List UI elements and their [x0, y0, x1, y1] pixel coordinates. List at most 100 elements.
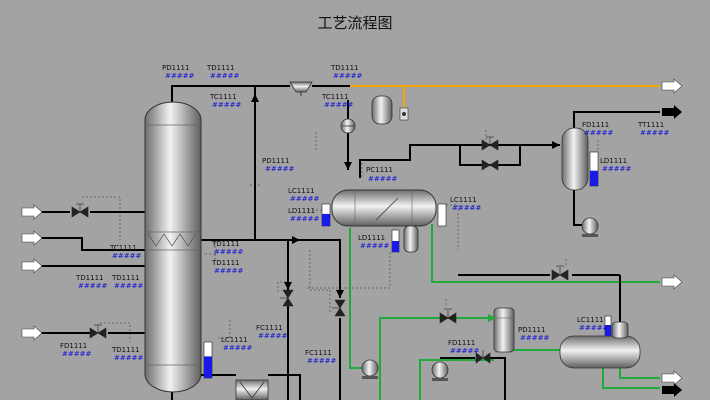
svg-text:LC1111: LC1111	[288, 187, 315, 195]
svg-text:#####: #####	[520, 334, 549, 342]
tag-td-feed: TD1111#####	[75, 274, 107, 290]
svg-text:TD1111: TD1111	[211, 240, 239, 248]
svg-text:#####: #####	[265, 165, 294, 173]
svg-text:#####: #####	[62, 350, 91, 358]
tag-ld-sep: LD1111#####	[600, 157, 631, 173]
svg-text:TD1111: TD1111	[111, 346, 139, 354]
product-tank	[559, 315, 641, 369]
svg-text:LD1111: LD1111	[288, 207, 315, 215]
tag-ld-drum-left: LD1111#####	[288, 207, 319, 223]
tag-td-cond: TD1111#####	[330, 64, 362, 80]
svg-text:LC1111: LC1111	[221, 336, 248, 344]
svg-text:#####: #####	[333, 72, 362, 80]
bottom-valve[interactable]	[89, 324, 107, 339]
svg-text:#####: #####	[114, 354, 143, 362]
boot-level-fill	[392, 241, 399, 252]
tag-fc-mid: FC1111#####	[305, 349, 336, 365]
tag-pd-top: PD1111#####	[162, 64, 194, 80]
svg-text:#####: #####	[114, 282, 143, 290]
svg-text:#####: #####	[579, 324, 608, 332]
bypass-valve-top[interactable]	[481, 136, 499, 151]
tag-fd-sep: FD1111#####	[582, 121, 613, 137]
tag-td-top: TD1111#####	[206, 64, 239, 80]
svg-text:#####: #####	[368, 175, 397, 183]
svg-text:#####: #####	[452, 204, 481, 212]
reflux-drum	[321, 189, 447, 253]
tag-lc-bottom: LC1111#####	[221, 336, 252, 352]
svg-text:TC1111: TC1111	[209, 93, 237, 101]
fc-valve-left[interactable]	[280, 289, 294, 307]
fc-valve-mid[interactable]	[332, 299, 346, 317]
tag-lc-drum-right: LC1111#####	[450, 196, 481, 212]
svg-text:#####: #####	[78, 282, 107, 290]
overhead-separator	[561, 127, 599, 191]
signal-lines	[82, 128, 599, 342]
tag-fd-bottom: FD1111#####	[60, 342, 91, 358]
reboiler	[235, 379, 269, 400]
inlet-arrow-1	[21, 204, 43, 220]
svg-text:LD1111: LD1111	[600, 157, 627, 165]
recycle-valve[interactable]	[551, 265, 569, 281]
bottoms-pump[interactable]	[431, 361, 449, 381]
feed-valve-1[interactable]	[71, 203, 89, 218]
utility-line	[350, 85, 660, 108]
svg-text:#####: #####	[212, 101, 241, 109]
svg-text:FC1111: FC1111	[256, 324, 283, 332]
bypass-valve-bottom[interactable]	[481, 159, 499, 171]
control-valves	[71, 136, 569, 364]
svg-text:#####: #####	[450, 347, 479, 355]
svg-text:FC1111: FC1111	[305, 349, 332, 357]
tag-lc-tank: LC1111#####	[577, 316, 608, 332]
svg-text:#####: #####	[223, 344, 252, 352]
tag-tc-cond: TC1111#####	[321, 93, 353, 109]
outlet-arrow-utility	[661, 78, 683, 94]
svg-text:#####: #####	[214, 267, 243, 275]
tag-pd-filter: PD1111#####	[518, 326, 549, 342]
gas-drum	[371, 95, 409, 125]
svg-text:#####: #####	[290, 215, 319, 223]
process-lines	[22, 85, 660, 400]
outlet-arrow-water-2	[661, 370, 683, 386]
stream-arrows	[21, 78, 683, 397]
inlet-arrow-2	[21, 230, 43, 246]
svg-text:TT1111: TT1111	[637, 121, 664, 129]
condenser	[289, 81, 313, 96]
svg-text:#####: #####	[307, 357, 336, 365]
outlet-arrow-bottom	[662, 383, 682, 397]
water-pump[interactable]	[361, 359, 379, 379]
tag-tc-feed: TC1111#####	[109, 244, 141, 260]
tag-td-col-1: TD1111#####	[211, 240, 243, 256]
svg-text:#####: #####	[584, 129, 613, 137]
tag-pd-side: PD1111#####	[262, 157, 294, 173]
svg-text:TD1111: TD1111	[211, 259, 239, 267]
svg-text:TC1111: TC1111	[321, 93, 349, 101]
column-level-fill	[204, 356, 212, 378]
filter-vessel	[493, 307, 515, 353]
drum-level-fill	[322, 213, 330, 226]
page-title: 工艺流程图	[317, 14, 393, 32]
distillation-column	[144, 101, 213, 393]
inlet-arrow-4	[21, 325, 43, 341]
svg-text:FD1111: FD1111	[582, 121, 609, 129]
svg-text:LC1111: LC1111	[577, 316, 604, 324]
tag-pc-drum: PC1111#####	[366, 166, 397, 183]
instrument-tags: PD1111##### TD1111##### TC1111##### TD11…	[60, 64, 669, 365]
reflux-pump[interactable]	[581, 217, 599, 237]
svg-text:#####: #####	[602, 165, 631, 173]
svg-text:#####: #####	[640, 129, 669, 137]
svg-text:#####: #####	[210, 72, 239, 80]
tag-fd-right: FD1111#####	[448, 339, 479, 355]
water-valve[interactable]	[439, 308, 457, 324]
svg-text:#####: #####	[258, 332, 287, 340]
fd-valve[interactable]	[475, 350, 491, 364]
outlet-arrow-water	[661, 274, 683, 290]
tag-ld-drum-boot: LD1111#####	[358, 234, 389, 250]
svg-text:#####: #####	[324, 101, 353, 109]
inlet-arrow-3	[21, 258, 43, 274]
svg-text:PD1111: PD1111	[262, 157, 289, 165]
pumps	[361, 217, 599, 381]
svg-text:#####: #####	[290, 195, 319, 203]
tank-level-fill	[605, 325, 611, 336]
tag-td-feed-2: TD1111#####	[111, 274, 143, 290]
